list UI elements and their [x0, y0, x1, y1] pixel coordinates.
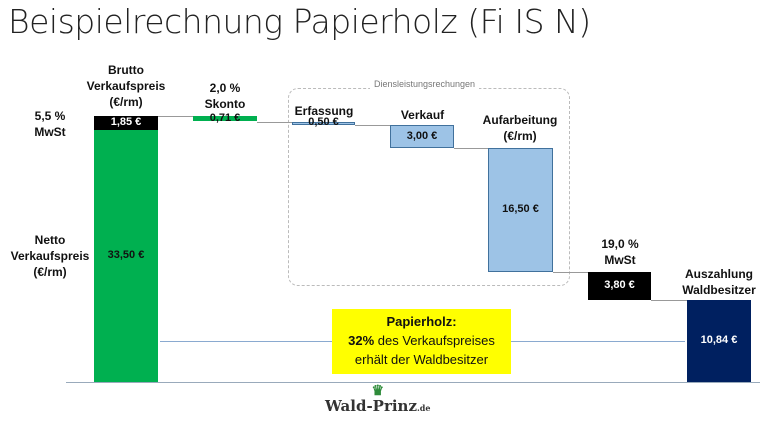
- label-erfassung: Erfassung: [294, 104, 354, 118]
- label-mwst-19: 19,0 % MwSt: [601, 237, 639, 267]
- connector-line: [257, 121, 292, 123]
- label-netto: Netto Verkaufspreis (€/rm): [10, 233, 90, 279]
- bar-2: [94, 130, 158, 382]
- page-title: Beispielrechnung Papierholz (Fi IS N): [8, 2, 591, 41]
- value-label-8: 10,84 €: [700, 334, 738, 347]
- label-brutto: Brutto Verkaufspreis (€/rm): [86, 63, 166, 109]
- label-skonto: 2,0 % Skonto: [204, 81, 246, 111]
- label-verkauf: Verkauf: [400, 108, 445, 122]
- connector-line: [553, 271, 588, 273]
- callout-box: Papierholz: 32% des Verkaufspreises erhä…: [332, 309, 511, 374]
- baseline: [66, 382, 760, 383]
- value-label-4: 0,50 €: [308, 116, 339, 129]
- bar-1: [94, 116, 158, 131]
- label-mwst-5-5: 5,5 % MwSt: [34, 109, 66, 139]
- label-auszahlung: Auszahlung Waldbesitzer: [682, 267, 756, 297]
- logo-suffix: .de: [416, 403, 431, 413]
- value-label-3: 0,71 €: [209, 111, 241, 124]
- bar-5: [390, 125, 454, 148]
- bar-4: [292, 121, 355, 126]
- value-label-1: 1,85 €: [110, 116, 142, 129]
- connector-line: [355, 125, 390, 127]
- callout-title: Papierholz:: [386, 314, 457, 329]
- bar-8: [687, 300, 751, 382]
- connector-line: [651, 300, 687, 302]
- callout-text-2: erhält der Waldbesitzer: [354, 352, 489, 367]
- group-title: Diensleistungsrechungen: [370, 79, 480, 89]
- bar-3: [193, 116, 257, 122]
- value-label-6: 16,50 €: [502, 202, 539, 215]
- arrow-line-left: [160, 341, 332, 342]
- callout-text: des Verkaufspreises: [374, 333, 495, 348]
- logo: ♛ Wald-Prinz.de: [325, 383, 431, 415]
- value-label-7: 3,80 €: [604, 279, 635, 292]
- bar-7: [588, 271, 651, 301]
- arrow-line-right: [511, 341, 685, 342]
- callout-pct: 32%: [348, 333, 375, 348]
- value-label-5: 3,00 €: [406, 129, 438, 142]
- connector-line: [158, 116, 193, 118]
- logo-text: Wald-Prinz: [325, 397, 417, 415]
- connector-line: [454, 147, 488, 149]
- value-label-2: 33,50 €: [107, 249, 145, 262]
- bar-6: [488, 147, 553, 272]
- crown-icon: ♛: [371, 383, 384, 399]
- label-aufarbeitung: Aufarbeitung (€/rm): [482, 113, 558, 143]
